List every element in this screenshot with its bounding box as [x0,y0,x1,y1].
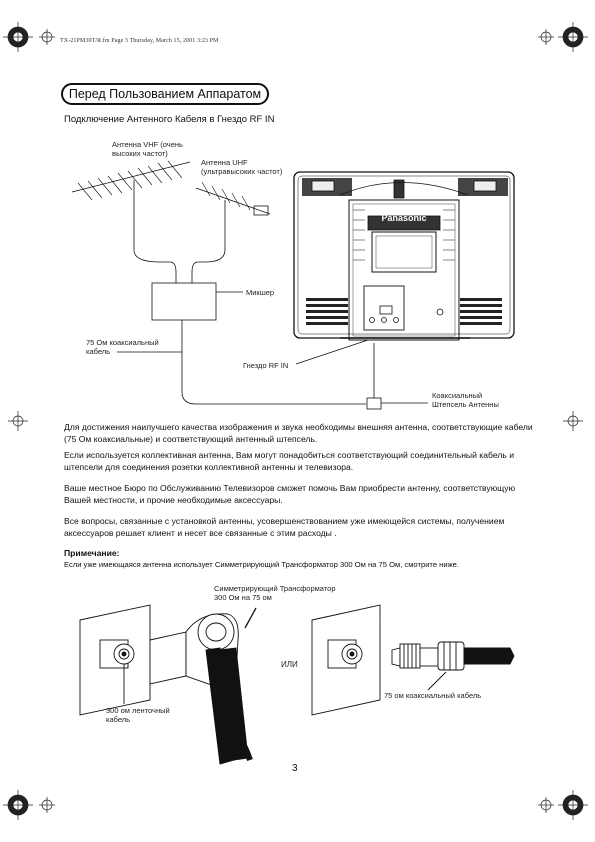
page-title-text: Перед Пользованием Аппаратом [68,87,262,101]
coax-75-label: 75 ом коаксиальный кабель [384,691,482,700]
paragraph-2: Если используется коллективная антенна, … [64,450,515,472]
balun-label: Симметрирующий Трансформатор 300 Ом на 7… [214,584,336,602]
coax-plug-drawing [391,641,515,671]
note-title: Примечание: [64,548,120,558]
file-header: TX-21PM30T/R.fm Page 3 Thursday, March 1… [60,38,219,44]
coax-cable-label: 75 Ом коаксиальный кабель [86,338,159,356]
corner-mark-top-left [3,22,33,52]
uhf-antenna-label: Антенна UHF (ультравысоких частот) [201,158,282,176]
note-text: Если уже имеющаяся антенна использует Си… [64,560,460,569]
crosshair-mid [8,411,583,431]
tv-rear-drawing [293,171,515,341]
paragraph-1: Для достижения наилучшего качества изобр… [64,422,533,444]
page-title: Перед Пользованием Аппаратом [61,83,269,105]
uhf-antenna-label-line2: (ультравысоких частот) [201,167,283,176]
paragraph-3: Ваше местное Бюро по Обслуживанию Телеви… [64,483,516,505]
corner-mark-top-right [558,22,588,52]
corner-mark-bottom-left [3,790,33,820]
wall-socket-right [311,604,381,716]
vhf-antenna-label: Антенна VHF (очень высоких частот) [112,140,183,158]
ribbon-cable-label: 300 ом ленточный кабель [106,706,170,724]
tv-brand-logo: Panasonic [381,213,426,223]
balun-transformer-drawing [149,613,253,765]
corner-mark-bottom-right [558,790,588,820]
antenna-plug-label-line2: Штепсель Антенны [432,400,499,409]
crosshair-top-center [39,29,554,45]
balun-label-line1: Симметрирующий Трансформатор [214,584,336,593]
wall-socket-left [79,604,151,716]
uhf-antenna-label-line1: Антенна UHF [201,158,248,167]
crosshair-bottom [39,797,554,813]
or-label: ИЛИ [281,660,298,669]
paragraph-4: Все вопросы, связанные с установкой анте… [64,516,505,538]
uhf-antenna-drawing [195,181,271,250]
vhf-antenna-label-line2: высоких частот) [112,149,168,158]
mixer-box [151,282,217,321]
rf-in-socket-label: Гнездо RF IN [243,361,289,370]
vhf-antenna-drawing [71,160,191,250]
vhf-antenna-label-line1: Антенна VHF (очень [112,140,183,149]
ribbon-cable-label-line2: кабель [106,715,131,724]
mixer-label: Микшер [246,288,275,297]
page-number: 3 [292,763,298,774]
antenna-plug-label: Коаксиальный Штепсель Антенны [432,391,499,409]
coax-cable-label-line1: 75 Ом коаксиальный [86,338,159,347]
antenna-plug-label-line1: Коаксиальный [432,391,483,400]
ribbon-cable-label-line1: 300 ом ленточный [106,706,170,715]
balun-label-line2: 300 Ом на 75 ом [214,593,272,602]
coax-cable-label-line2: кабель [86,347,111,356]
section-subtitle: Подключение Антенного Кабеля в Гнездо RF… [64,114,275,125]
